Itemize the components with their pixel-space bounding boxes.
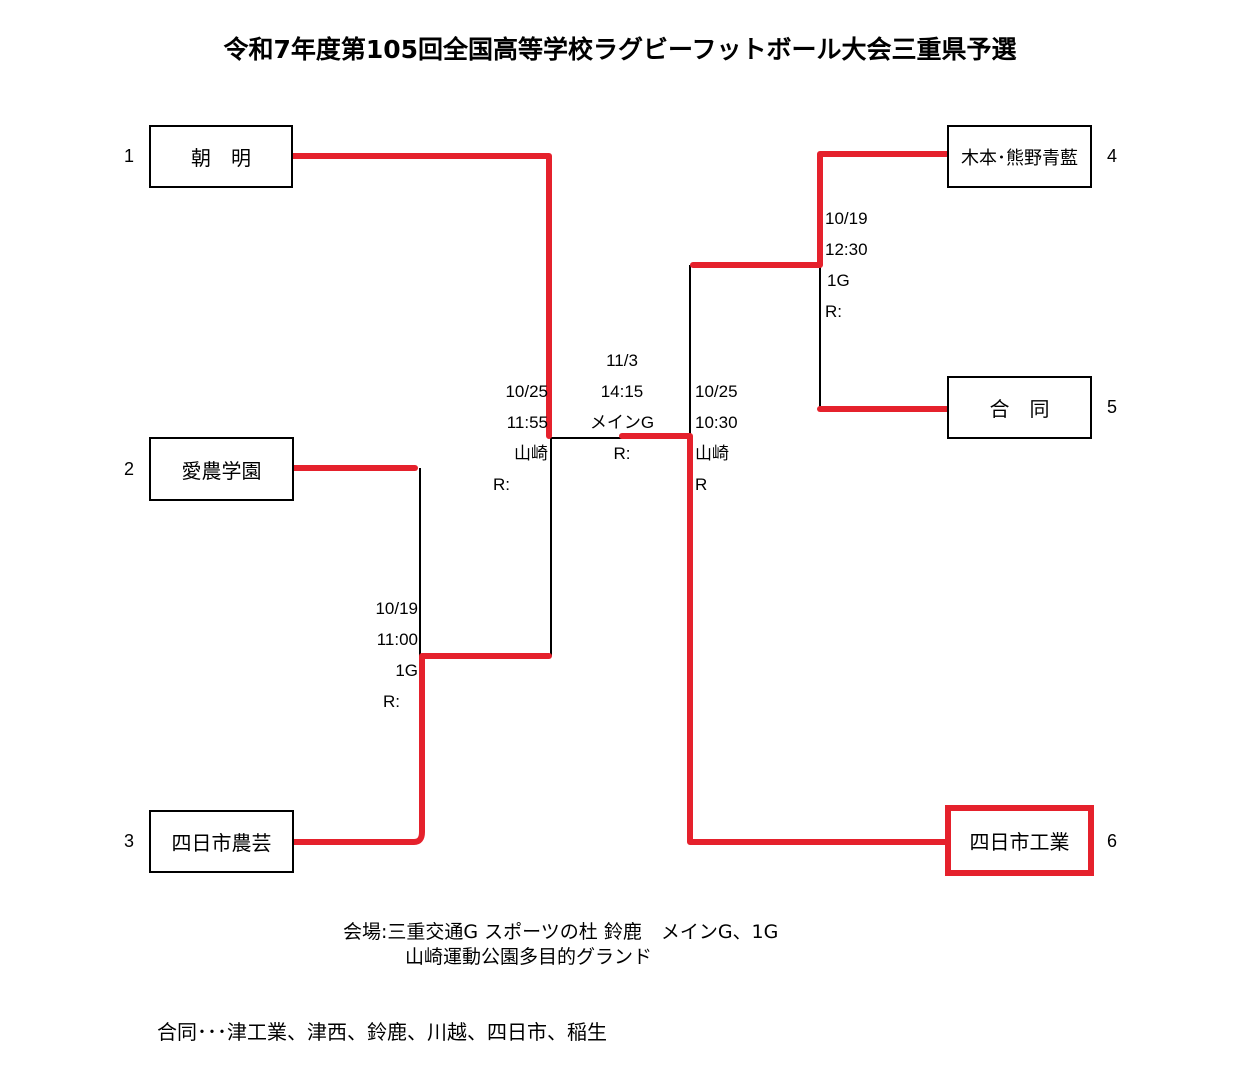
seed-4: 4 (1107, 146, 1118, 166)
match-time: 12:30 (825, 240, 868, 259)
page-title: 令和7年度第105回全国高等学校ラグビーフットボール大会三重県予選 (223, 35, 1017, 64)
match-time: 10:30 (695, 413, 738, 432)
match-info-final: 11/3 14:15 メインG R: (572, 345, 672, 469)
match-info-left-semifinal: 10/25 11:55 山崎 R: (470, 376, 548, 500)
match-venue: 1G (395, 661, 418, 680)
seed-6: 6 (1107, 831, 1118, 851)
advance-line-kinomoto (690, 151, 953, 268)
team-name: 朝 明 (191, 146, 251, 170)
advance-line-yokkaichi-nogei (289, 653, 552, 845)
team-name: 四日市農芸 (171, 831, 272, 855)
team-name: 合 同 (989, 397, 1050, 421)
match-date: 10/25 (695, 382, 738, 401)
match-referee: R: (825, 302, 842, 321)
venue-note-line1: 会場:三重交通G スポーツの杜 鈴鹿 メインG、1G (343, 921, 779, 943)
team-name: 木本･熊野青藍 (961, 147, 1078, 169)
match-time: 14:15 (600, 382, 644, 401)
match-time: 11:00 (376, 630, 418, 649)
match-date: 10/19 (375, 599, 418, 618)
team-name: 四日市工業 (969, 830, 1070, 854)
match-date: 10/25 (505, 382, 548, 401)
match-info-right-first-round: 10/19 12:30 1G R: (825, 203, 868, 327)
venue-note-line2: 山崎運動公園多目的グランド (405, 946, 653, 968)
team-box-5[interactable]: 合 同 (947, 376, 1092, 439)
match-venue: 山崎 (514, 444, 548, 463)
match-date: 10/19 (825, 209, 868, 228)
match-referee: R (695, 475, 708, 494)
team-box-2[interactable]: 愛農学園 (149, 437, 294, 501)
match-referee: R: (383, 692, 400, 711)
seed-3: 3 (124, 831, 135, 851)
match-referee: R: (613, 444, 631, 463)
seed-5: 5 (1107, 397, 1118, 417)
match-venue: 1G (827, 271, 850, 290)
seed-1: 1 (124, 146, 135, 166)
seed-2: 2 (124, 459, 135, 479)
match-referee: R: (493, 475, 510, 494)
team-box-3[interactable]: 四日市農芸 (149, 810, 294, 873)
team-box-1[interactable]: 朝 明 (149, 125, 293, 188)
joint-team-note: 合同･･･津工業、津西、鈴鹿、川越、四日市、稲生 (157, 1020, 607, 1044)
team-box-4[interactable]: 木本･熊野青藍 (947, 125, 1092, 188)
advance-line-asake (289, 153, 552, 439)
match-date: 11/3 (606, 351, 638, 370)
advance-line-yokkaichi-kogyo (619, 433, 953, 845)
match-info-left-first-round: 10/19 11:00 1G R: (340, 593, 418, 717)
team-name: 愛農学園 (181, 458, 262, 483)
team-box-6-champion[interactable]: 四日市工業 (945, 805, 1094, 876)
match-venue: 山崎 (695, 444, 729, 463)
match-venue: メインG (589, 413, 655, 432)
match-time: 11:55 (506, 413, 548, 432)
match-info-right-semifinal: 10/25 10:30 山崎 R (695, 376, 738, 500)
